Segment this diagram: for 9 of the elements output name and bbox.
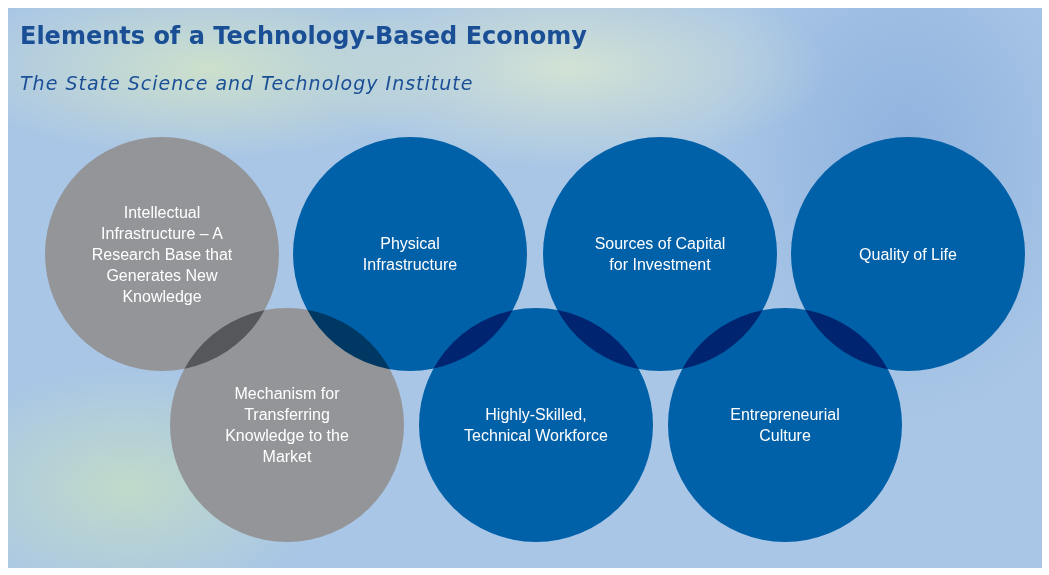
circle-label: Highly-Skilled, Technical Workforce: [463, 405, 609, 446]
subtitle: The State Science and Technology Institute: [20, 72, 474, 94]
circle-label: Entrepreneurial Culture: [729, 405, 841, 446]
circle-label: Quality of Life: [858, 244, 958, 265]
circle-label: Sources of Capital for Investment: [593, 234, 727, 275]
circle-label: Physical Infrastructure: [361, 234, 459, 275]
title: Elements of a Technology-Based Economy: [20, 22, 587, 50]
circle-label: Mechanism for Transferring Knowledge to the Market: [224, 384, 350, 467]
circle-label: Intellectual Infrastructure – A Research Base that Generates New Knowledge: [90, 202, 234, 307]
